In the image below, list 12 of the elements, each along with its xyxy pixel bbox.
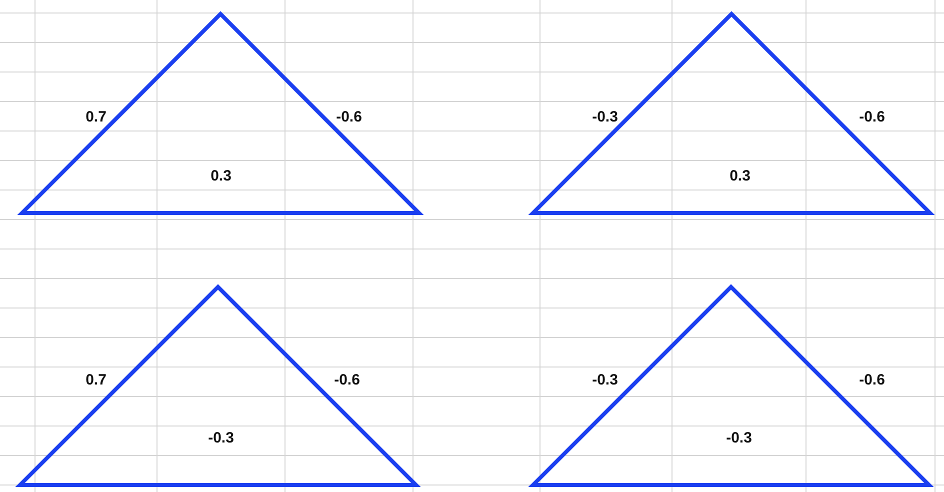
side-value: -0.6 xyxy=(336,108,362,126)
side-value: 0.7 xyxy=(86,108,106,126)
side-value: -0.6 xyxy=(334,372,360,388)
inner-value: 0.3 xyxy=(730,168,750,184)
side-value: -0.6 xyxy=(859,108,885,126)
side-value: -0.6 xyxy=(859,372,885,388)
inner-value: -0.3 xyxy=(726,430,752,446)
side-value: -0.3 xyxy=(592,108,618,126)
inner-value: -0.3 xyxy=(208,430,234,446)
side-value: -0.3 xyxy=(592,372,618,388)
side-value: 0.7 xyxy=(86,372,106,388)
inner-value: 0.3 xyxy=(210,168,232,184)
